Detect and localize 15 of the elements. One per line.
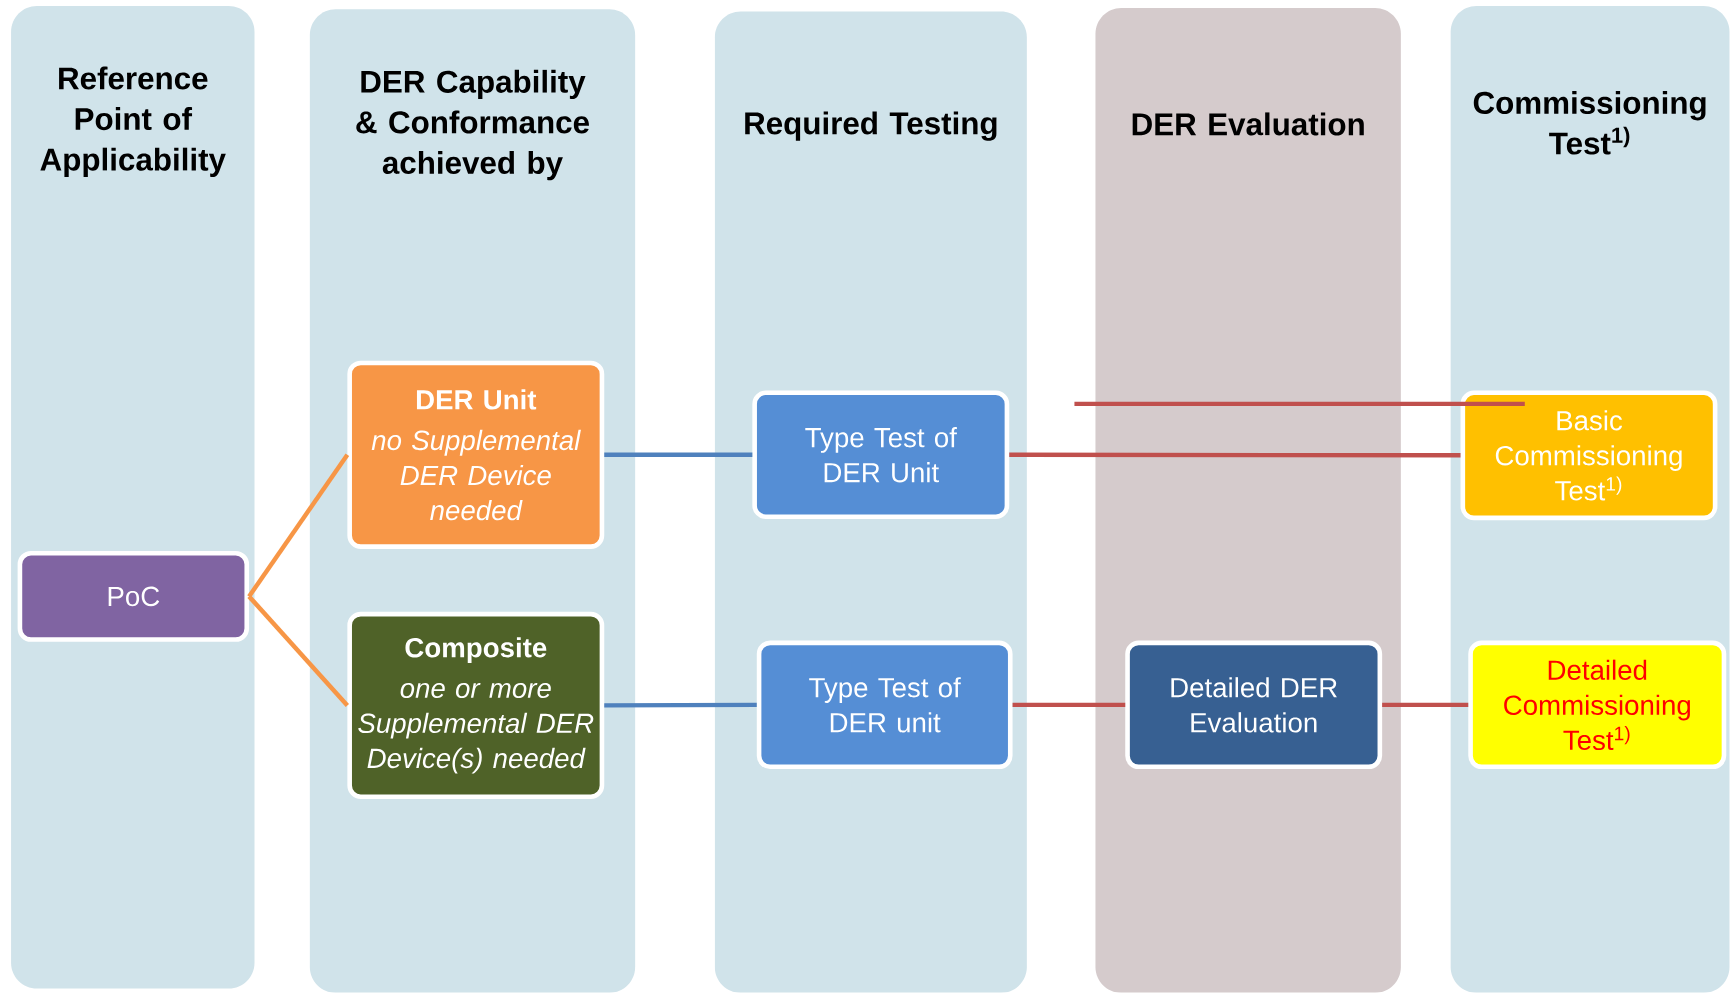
process-box: DER Unit no Supplemental DER Device needed <box>347 360 605 550</box>
process-box: Detailed Commissioning Test$^{1)}$ <box>1468 640 1727 770</box>
connector-line <box>247 595 349 708</box>
process-box: Detailed DER Evaluation <box>1125 640 1383 770</box>
process-box: PoC <box>17 551 250 643</box>
process-box: Composite one or more Supplemental DER Device(s) needed <box>347 612 605 800</box>
process-box: Type Test of DER Unit <box>752 390 1010 520</box>
connector-line <box>247 453 350 598</box>
connector-line <box>1012 702 1126 708</box>
process-box: Basic Commissioning Test$^{1)}$ <box>1460 390 1718 521</box>
connector-line <box>604 702 757 708</box>
connector-line <box>604 452 753 458</box>
process-box: Type Test of DER unit <box>756 640 1013 770</box>
connector-line <box>1009 452 1461 458</box>
connector-line <box>1382 702 1469 708</box>
